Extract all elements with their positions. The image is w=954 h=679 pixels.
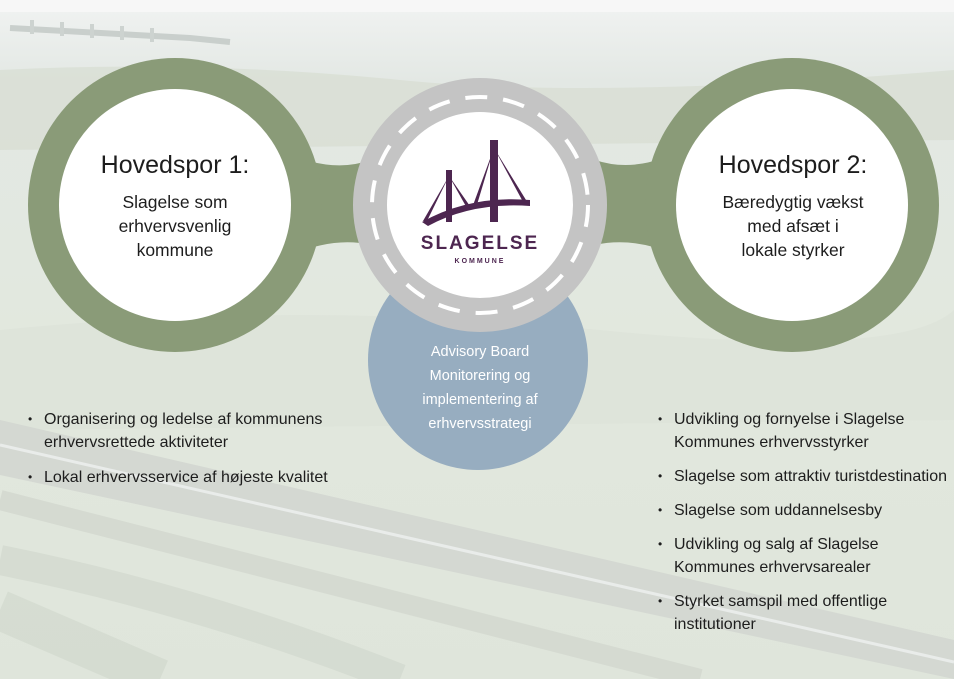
hovedspor-2-circle xyxy=(676,89,908,321)
advisory-text: Advisory Board Monitorering og implement… xyxy=(385,340,575,436)
list-item: Udvikling og salg af Slagelse Kommunes e… xyxy=(650,533,950,579)
hovedspor-1-circle xyxy=(59,89,291,321)
left-bullet-list: Organisering og ledelse af kommunens erh… xyxy=(20,408,330,501)
list-item: Organisering og ledelse af kommunens erh… xyxy=(20,408,330,454)
road-dashes xyxy=(370,95,590,315)
hovedspor-2-subtitle: Bæredygtig vækst med afsæt i lokale styr… xyxy=(683,190,903,262)
list-item: Slagelse som uddannelsesby xyxy=(650,499,950,522)
hovedspor-1-subtitle: Slagelse som erhvervsvenlig kommune xyxy=(75,190,275,262)
hovedspor-1-text: Hovedspor 1: Slagelse som erhvervsvenlig… xyxy=(75,150,275,262)
list-item: Lokal erhvervsservice af højeste kvalite… xyxy=(20,466,330,489)
hovedspor-1-line: Slagelse som xyxy=(122,192,228,212)
list-item: Styrket samspil med offentlige instituti… xyxy=(650,590,950,636)
logo-wordmark: SLAGELSE xyxy=(420,233,540,254)
hovedspor-1-line: kommune xyxy=(136,240,214,260)
advisory-line: Advisory Board xyxy=(430,344,530,360)
right-bullet-list: Udvikling og fornyelse i Slagelse Kommun… xyxy=(650,408,950,647)
hovedspor-1-title: Hovedspor 1: xyxy=(100,151,250,179)
hovedspor-2-title: Hovedspor 2: xyxy=(718,151,868,179)
hovedspor-2-line: Bæredygtig vækst xyxy=(722,192,864,212)
advisory-line: Monitorering og xyxy=(429,368,531,384)
hovedspor-1-line: erhvervsvenlig xyxy=(118,216,232,236)
hovedspor-2-line: med afsæt i xyxy=(747,216,839,236)
bridge-icon xyxy=(422,140,530,226)
advisory-line: erhvervsstrategi xyxy=(428,416,532,432)
advisory-line: implementering af xyxy=(422,392,538,408)
list-item: Slagelse som attraktiv turistdestination xyxy=(650,465,950,488)
logo-subtitle: KOMMUNE xyxy=(454,258,506,265)
hovedspor-2-line: lokale styrker xyxy=(741,240,845,260)
list-item: Udvikling og fornyelse i Slagelse Kommun… xyxy=(650,408,950,454)
hovedspor-2-text: Hovedspor 2: Bæredygtig vækst med afsæt … xyxy=(683,150,903,262)
